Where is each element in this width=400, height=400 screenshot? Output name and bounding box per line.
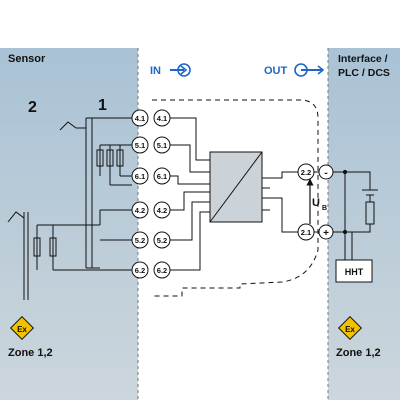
terminals-outer: 4.1 5.1 6.1 4.2 5.2 6.2 <box>131 109 149 279</box>
terminal-inner-6: 6.2 <box>157 266 167 275</box>
ex-label-left: Ex <box>17 325 27 334</box>
converter-output-wires <box>262 171 300 233</box>
hht-label: HHT <box>345 267 364 277</box>
in-label: IN <box>150 65 161 77</box>
terminal-inner-3: 6.1 <box>157 172 167 181</box>
ex-label-right: Ex <box>345 325 355 334</box>
zone-label-left: Zone 1,2 <box>8 347 53 359</box>
interface-zone-title: Interface / <box>338 53 388 65</box>
sensor-zone-title: Sensor <box>8 53 46 65</box>
zone-label-right: Zone 1,2 <box>336 347 381 359</box>
terminal-inner-2: 5.1 <box>157 141 167 150</box>
terminal-outer-3: 6.1 <box>135 172 145 181</box>
converter-input-wires <box>170 117 210 271</box>
signal-converter <box>209 151 263 223</box>
hht-device: HHT <box>335 259 373 283</box>
terminals-inner: 4.1 5.1 6.1 4.2 5.2 6.2 <box>153 109 171 279</box>
module-outline <box>152 99 319 297</box>
in-arrow-icon <box>170 63 191 77</box>
supply-voltage-subscript: B <box>322 205 327 212</box>
interface-zone-background <box>328 48 400 400</box>
terminal-outer-4: 4.2 <box>135 206 145 215</box>
sensor-zone-background <box>0 48 138 400</box>
terminal-outer-2: 5.1 <box>135 141 145 150</box>
out-arrow-icon <box>294 63 325 77</box>
terminal-outer-1: 4.1 <box>135 114 145 123</box>
plc-dcs-title: PLC / DCS <box>338 67 390 79</box>
polarity-minus: - <box>324 168 327 179</box>
ex-hazard-icon-left: Ex <box>9 315 35 341</box>
terminal-inner-1: 4.1 <box>157 114 167 123</box>
device-zone-background <box>138 48 328 400</box>
terminal-output-1: 2.2 <box>301 168 311 177</box>
sensor-variant-2-circuit <box>7 211 70 300</box>
sensor-variant-1-circuit <box>59 117 132 269</box>
supply-voltage-label: U <box>312 197 320 209</box>
sensor-variant-1: 1 <box>98 97 107 114</box>
terminal-output-2: 2.1 <box>301 228 311 237</box>
terminal-inner-4: 4.2 <box>157 206 167 215</box>
polarity-terminals: - + <box>318 164 334 240</box>
ex-hazard-icon-right: Ex <box>337 315 363 341</box>
sensor-variant-2: 2 <box>28 99 37 116</box>
terminal-outer-5: 5.2 <box>135 236 145 245</box>
polarity-plus: + <box>323 228 329 239</box>
out-label: OUT <box>264 65 288 77</box>
terminal-outer-6: 6.2 <box>135 266 145 275</box>
terminal-inner-5: 5.2 <box>157 236 167 245</box>
terminals-output: 2.2 2.1 <box>297 163 315 241</box>
interface-loop <box>314 169 378 260</box>
